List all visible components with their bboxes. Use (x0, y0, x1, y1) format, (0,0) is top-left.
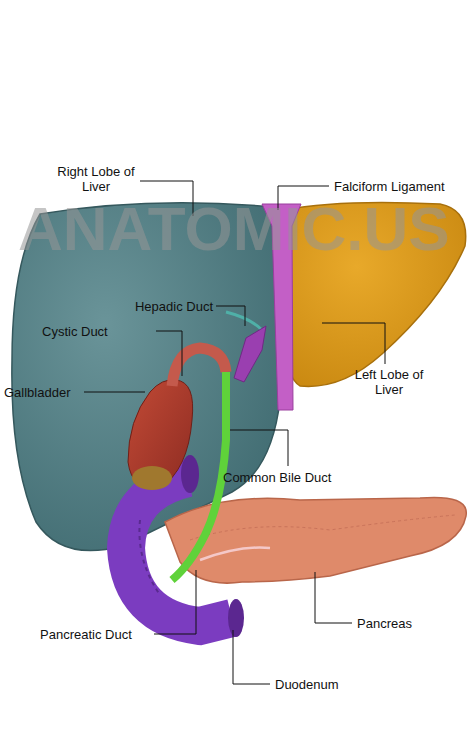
watermark: ANATOMIC.US (18, 196, 450, 262)
part-label: Common Bile Duct (223, 470, 331, 485)
duodenum-opening (228, 599, 244, 637)
cystic-duct-shape (172, 348, 226, 386)
part-label: Left Lobe of Liver (352, 367, 426, 397)
duodenum-folds (139, 520, 160, 595)
duodenum-opening (181, 455, 199, 493)
pancreas-texture (190, 515, 455, 540)
common-bile-duct-shape (172, 372, 226, 580)
part-label: Falciform Ligament (334, 179, 445, 194)
part-label: Right Lobe of Liver (56, 164, 136, 194)
hepatic-duct-shape (234, 326, 266, 382)
pancreatic-duct-line (200, 548, 270, 561)
part-label: Gallbladder (4, 385, 71, 400)
pancreas-shape (165, 497, 466, 583)
gallbladder-fundus (132, 466, 172, 490)
part-label: Cystic Duct (42, 324, 108, 339)
hepatic-duct-branch (226, 312, 262, 330)
part-label: Hepadic Duct (135, 299, 213, 314)
part-label: Duodenum (275, 677, 339, 692)
part-label: Pancreas (357, 616, 412, 631)
part-label: Pancreatic Duct (40, 627, 132, 642)
